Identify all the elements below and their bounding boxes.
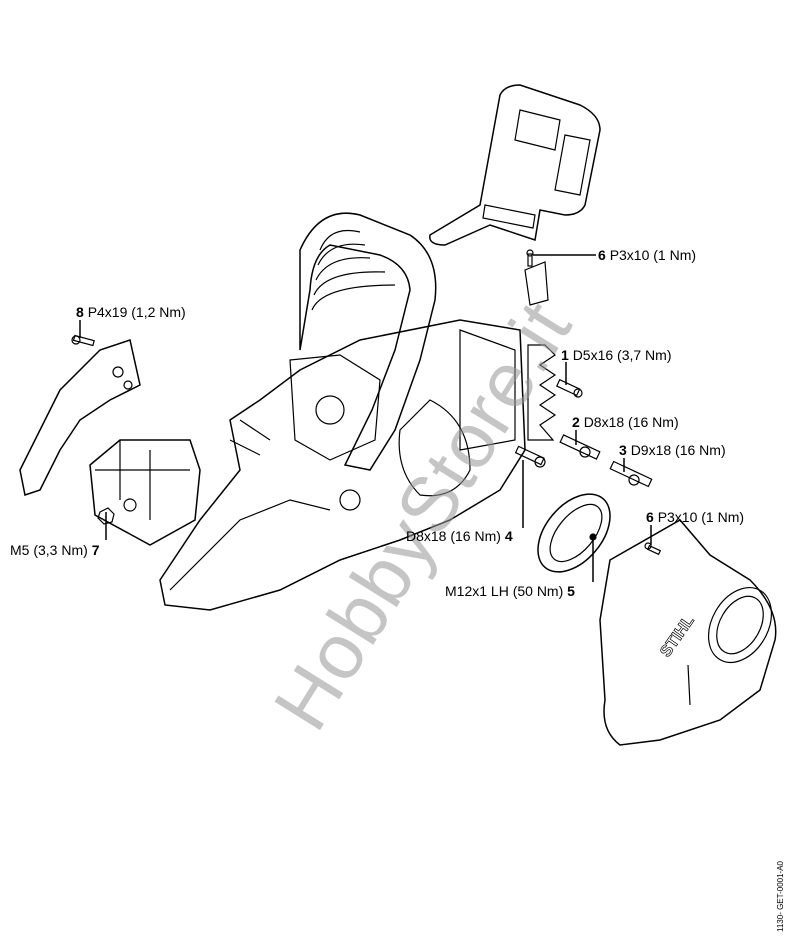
stihl-logo: STIHL	[657, 612, 698, 660]
callout-3: 3 D9x18 (16 Nm)	[619, 442, 726, 458]
filter-box	[89, 439, 201, 546]
screw-6b	[644, 542, 662, 556]
callout-8: 8 P4x19 (1,2 Nm)	[76, 304, 186, 320]
callout-1: 1 D5x16 (3,7 Nm)	[561, 347, 672, 363]
callout-6-bottom: 6 P3x10 (1 Nm)	[646, 509, 745, 525]
callout-5: M12x1 LH (50 Nm) 5	[445, 583, 575, 599]
callout-7: M5 (3,3 Nm) 7	[10, 542, 100, 558]
callout-4: D8x18 (16 Nm) 4	[406, 528, 513, 544]
clutch	[537, 493, 611, 573]
stud-2	[559, 434, 601, 460]
screw-8	[71, 334, 95, 347]
sprocket-cover	[599, 519, 777, 746]
chain-guard	[19, 339, 141, 496]
hand-guard	[429, 84, 601, 246]
engine-housing	[159, 319, 526, 611]
stud-3	[609, 460, 653, 488]
callout-6-top: 6 P3x10 (1 Nm)	[598, 247, 697, 263]
screw-6a	[526, 249, 534, 267]
callout-2: 2 D8x18 (16 Nm)	[572, 414, 679, 430]
bumper-spike	[527, 344, 557, 441]
bolt-1	[555, 378, 583, 398]
drawing-code: 1130- GET-0001-A0	[776, 860, 785, 932]
leader-lines	[79, 254, 652, 582]
nut-7	[97, 507, 115, 525]
stud-4	[514, 445, 546, 468]
top-handle	[299, 212, 437, 471]
